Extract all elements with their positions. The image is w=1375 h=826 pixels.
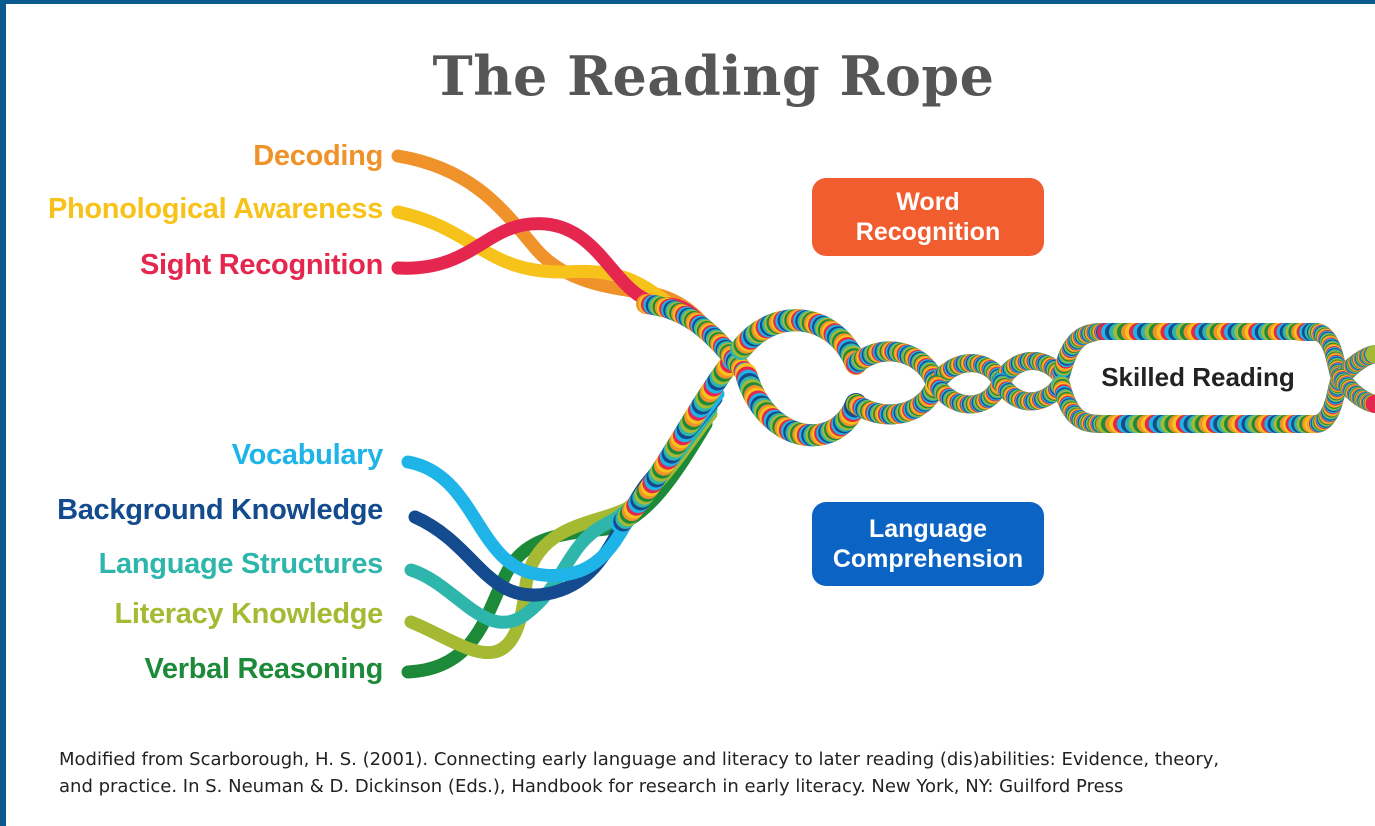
diagram-title: The Reading Rope [432, 44, 995, 108]
label-language-structures: Language Structures [98, 548, 384, 580]
citation-line1: Modified from Scarborough, H. S. (2001).… [59, 749, 1220, 770]
word-recognition-box: Word Recognition [812, 178, 1044, 256]
citation: Modified from Scarborough, H. S. (2001).… [59, 746, 1349, 800]
label-literacy-knowledge: Literacy Knowledge [114, 598, 383, 630]
reading-rope [391, 149, 1375, 679]
language-comprehension-box: Language Comprehension [812, 502, 1044, 586]
diagram-canvas: The Reading Rope Decoding Phonological A… [6, 4, 1375, 826]
word-recognition-line2: Recognition [855, 218, 1001, 246]
label-background-knowledge: Background Knowledge [57, 494, 383, 526]
label-verbal-reasoning: Verbal Reasoning [144, 653, 383, 685]
language-comprehension-line1: Language [868, 515, 988, 543]
strand-sight-recognition [391, 217, 733, 361]
strand-path-sight-recognition [391, 217, 733, 361]
label-phonological-awareness: Phonological Awareness [47, 193, 383, 225]
label-decoding: Decoding [253, 140, 383, 172]
skilled-reading-label: Skilled Reading [1084, 340, 1312, 414]
label-vocabulary: Vocabulary [231, 439, 384, 471]
citation-line2: and practice. In S. Neuman & D. Dickinso… [59, 776, 1124, 797]
braided-rope [611, 294, 1375, 534]
language-comprehension-line2: Comprehension [832, 545, 1024, 573]
word-recognition-line1: Word [896, 188, 960, 216]
label-sight-recognition: Sight Recognition [140, 249, 383, 281]
